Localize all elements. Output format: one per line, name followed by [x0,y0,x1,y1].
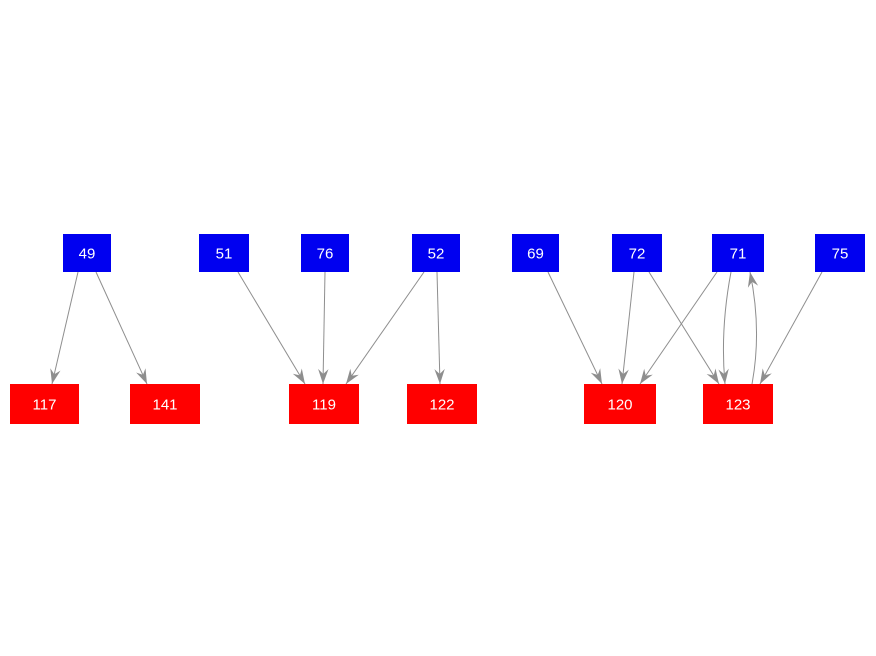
node-label: 71 [730,245,747,262]
node-rect-parent[interactable] [712,234,764,272]
node-label: 123 [725,396,750,413]
node-label: 117 [33,396,57,413]
node-rect-parent[interactable] [815,234,865,272]
arrowhead-icon [640,368,653,384]
edge-123-71 [747,271,759,385]
edge-49-117 [50,271,79,385]
node-51[interactable]: 51 [199,234,249,272]
edge-52-122 [434,271,445,385]
node-119[interactable]: 119 [289,384,359,424]
node-rect-child[interactable] [130,384,200,424]
node-rect-parent[interactable] [612,234,662,272]
arrowhead-icon [706,368,719,384]
node-rect-parent[interactable] [512,234,559,272]
node-label: 120 [607,396,632,413]
node-71[interactable]: 71 [712,234,764,272]
node-label: 72 [629,245,646,262]
arrowhead-icon [718,368,729,384]
node-rect-child[interactable] [289,384,359,424]
edge-line [759,271,823,385]
node-141[interactable]: 141 [130,384,200,424]
edge-72-123 [648,271,720,385]
arrowhead-icon [747,272,759,288]
edge-75-123 [759,271,823,385]
edge-line [648,271,720,385]
arrowhead-icon [136,368,147,384]
node-label: 51 [216,245,233,262]
edge-line [639,271,718,385]
node-rect-parent[interactable] [199,234,249,272]
edge-72-120 [618,271,635,385]
node-72[interactable]: 72 [612,234,662,272]
node-rect-child[interactable] [584,384,656,424]
edge-71-120 [639,271,718,385]
node-69[interactable]: 69 [512,234,559,272]
node-122[interactable]: 122 [407,384,477,424]
node-label: 69 [527,245,544,262]
edge-71-123 [718,271,732,385]
arrowhead-icon [760,368,772,384]
node-label: 141 [152,396,177,413]
node-rect-child[interactable] [703,384,773,424]
edge-line [322,271,326,385]
edge-line [749,271,758,385]
node-117[interactable]: 117 [10,384,79,424]
arrowhead-icon [618,368,629,384]
node-rect-child[interactable] [407,384,477,424]
edge-line [621,271,635,385]
edge-line [51,271,79,385]
edge-line [95,271,148,385]
arrowhead-icon [292,368,305,384]
node-76[interactable]: 76 [301,234,349,272]
arrowhead-icon [318,368,329,384]
node-label: 76 [317,245,334,262]
arrowhead-icon [50,368,61,384]
arrowhead-icon [590,368,602,384]
edge-line [547,271,603,385]
edge-line [436,271,441,385]
edge-layer [50,271,823,385]
node-52[interactable]: 52 [412,234,460,272]
node-label: 119 [312,396,336,413]
arrowhead-icon [346,368,359,384]
edge-49-141 [95,271,148,385]
node-layer: 49 51 76 52 69 72 71 75 117 141 119 122 120 123 [10,234,865,424]
node-rect-parent[interactable] [301,234,349,272]
node-label: 122 [429,396,454,413]
node-label: 49 [79,245,96,262]
edge-52-119 [345,271,425,385]
node-123[interactable]: 123 [703,384,773,424]
edge-line [237,271,306,385]
node-75[interactable]: 75 [815,234,865,272]
node-rect-child[interactable] [10,384,79,424]
node-120[interactable]: 120 [584,384,656,424]
node-rect-parent[interactable] [412,234,460,272]
edge-76-119 [318,271,329,385]
node-label: 52 [428,245,445,262]
node-label: 75 [832,245,849,262]
node-49[interactable]: 49 [63,234,111,272]
arrowhead-icon [434,368,445,384]
edge-line [722,271,732,385]
edge-line [345,271,425,385]
edge-69-120 [547,271,603,385]
node-rect-parent[interactable] [63,234,111,272]
edge-51-119 [237,271,306,385]
